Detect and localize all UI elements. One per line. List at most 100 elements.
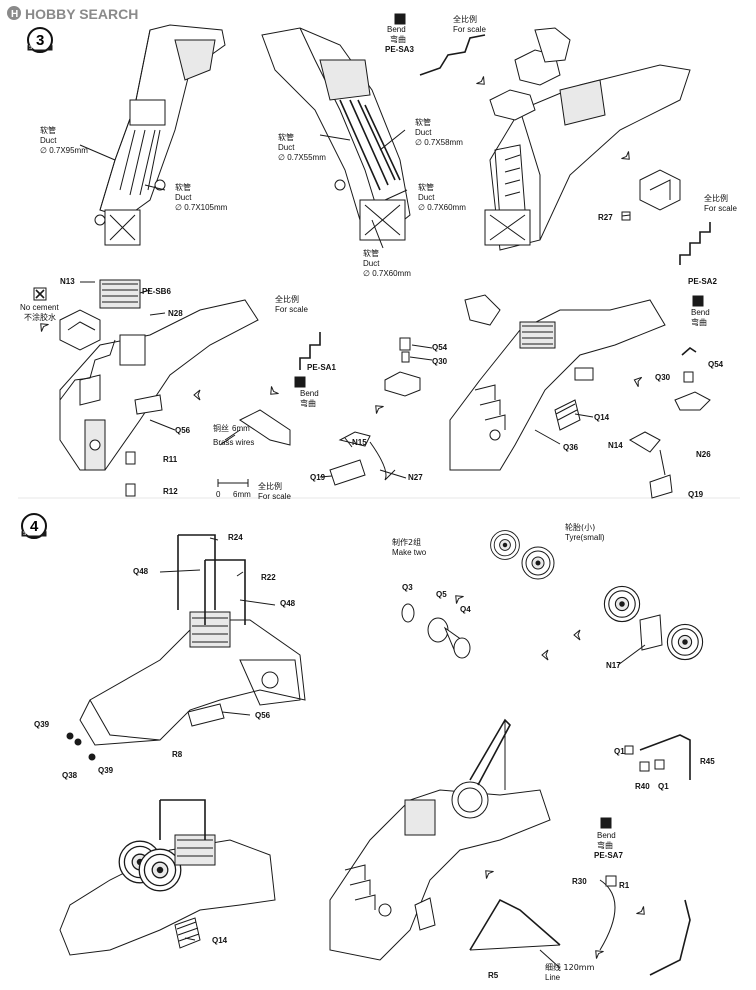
part-q56: Q56 <box>175 426 191 435</box>
part-r12: R12 <box>163 487 178 496</box>
part-pe-sa7: PE-SA7 <box>594 851 623 860</box>
part-q14: Q14 <box>594 413 610 422</box>
part-pe-sb6: PE-SB6 <box>142 287 171 296</box>
part-n27: N27 <box>408 473 423 482</box>
bend-label-en: Bend <box>597 831 616 840</box>
part-pe-sa1: PE-SA1 <box>307 363 336 372</box>
bend-label-en: Bend <box>691 308 710 317</box>
tyre-label-cn: 轮胎(小) <box>565 522 595 532</box>
brass-label-cn: 铜丝 <box>213 423 229 433</box>
chassis-drawing-3 <box>484 27 691 251</box>
labels: 软管 Duct ∅ 0.7X95mm 软管 Duct ∅ 0.7X105mm 软… <box>20 14 737 982</box>
part-n14: N14 <box>608 441 623 450</box>
scale-bend-sa2 <box>679 222 711 307</box>
line-label-en: Line <box>545 973 561 982</box>
duct-label-cn: 软管 <box>415 117 431 127</box>
crane-arm-r45 <box>624 734 691 780</box>
bend-label-cn: 弯曲 <box>691 317 707 327</box>
scale-bend-sa1 <box>294 332 321 388</box>
bend-label-cn: 弯曲 <box>390 34 406 44</box>
part-q14: Q14 <box>212 936 228 945</box>
scale-bend-sa3 <box>394 13 486 76</box>
part-q1: Q1 <box>614 747 625 756</box>
duct-label-cn: 软管 <box>363 248 379 258</box>
no-cement-en: No cement <box>20 303 59 312</box>
bend-label-cn: 弯曲 <box>597 840 613 850</box>
duct-label-cn: 软管 <box>278 132 294 142</box>
part-q39: Q39 <box>34 720 50 729</box>
part-q38: Q38 <box>62 771 78 780</box>
step-4-number: 4 <box>30 518 39 535</box>
boom-r5 <box>469 875 691 976</box>
scale-label-cn: 全比例 <box>453 14 477 24</box>
no-cement-icon <box>33 287 47 301</box>
no-cement-cn: 不涂胶水 <box>24 312 56 322</box>
svg-text:H: H <box>11 9 18 20</box>
duct-label-cn: 软管 <box>418 182 434 192</box>
ruler-zero: 0 <box>216 490 221 499</box>
step-3-badge: 3 STEP <box>27 27 53 53</box>
part-q48: Q48 <box>280 599 296 608</box>
step-3-number: 3 <box>36 32 44 49</box>
part-n26: N26 <box>696 450 711 459</box>
wheel-assembly-n17 <box>603 585 704 661</box>
part-q54: Q54 <box>432 343 448 352</box>
part-n15: N15 <box>352 438 367 447</box>
duct-label-en: Duct <box>40 136 57 145</box>
part-q39: Q39 <box>98 766 114 775</box>
step-4-badge: 4 STEP <box>21 513 47 539</box>
part-q56: Q56 <box>255 711 271 720</box>
make-two-cn: 制作2组 <box>392 537 421 547</box>
scale-label-en: For scale <box>258 492 291 501</box>
brass-label-en: Brass wires <box>213 438 254 447</box>
duct-label-en: Duct <box>175 193 192 202</box>
part-q19: Q19 <box>310 473 326 482</box>
part-pe-sa3: PE-SA3 <box>385 45 414 54</box>
bracket-n15-n27 <box>329 431 396 486</box>
part-r40: R40 <box>635 782 650 791</box>
scale-label-cn: 全比例 <box>704 193 728 203</box>
part-q48: Q48 <box>133 567 149 576</box>
bend-label-en: Bend <box>387 25 406 34</box>
duct-label-en: Duct <box>415 128 432 137</box>
part-q3: Q3 <box>402 583 413 592</box>
part-q30: Q30 <box>432 357 448 366</box>
ruler-length: 6mm <box>233 490 251 499</box>
duct-size: ∅ 0.7X58mm <box>415 138 463 147</box>
part-n17: N17 <box>606 661 621 670</box>
part-pe-sa2: PE-SA2 <box>688 277 717 286</box>
brass-length: 6mm <box>232 424 250 433</box>
duct-size: ∅ 0.7X55mm <box>278 153 326 162</box>
duct-label-en: Duct <box>363 259 380 268</box>
chassis-drawing-5 <box>449 294 666 471</box>
part-r5: R5 <box>488 971 499 980</box>
chassis-drawing-8 <box>329 718 551 961</box>
scale-label-cn: 全比例 <box>258 481 282 491</box>
part-q4: Q4 <box>460 605 471 614</box>
wheel-exploded-view <box>401 530 555 659</box>
part-q19: Q19 <box>688 490 704 499</box>
scale-bend-sa7 <box>600 817 612 829</box>
duct-label-en: Duct <box>278 143 295 152</box>
part-r1: R1 <box>619 881 630 890</box>
part-r11-r12 <box>125 451 136 497</box>
part-n28: N28 <box>168 309 183 318</box>
part-r24: R24 <box>228 533 243 542</box>
duct-label-en: Duct <box>418 193 435 202</box>
stair-piece-r27 <box>621 169 681 221</box>
line-label-cn: 细线 120mm <box>545 962 595 972</box>
step-4-caption: STEP <box>23 531 37 537</box>
bracket-n14-n26 <box>628 431 673 499</box>
part-r11: R11 <box>163 455 178 464</box>
bend-label-cn: 弯曲 <box>300 398 316 408</box>
duct-size: ∅ 0.7X60mm <box>418 203 466 212</box>
chassis-drawing-1 <box>94 24 226 246</box>
part-r30: R30 <box>572 877 587 886</box>
make-two-en: Make two <box>392 548 427 557</box>
chassis-drawing-7 <box>59 799 276 956</box>
part-q5: Q5 <box>436 590 447 599</box>
chassis-drawing-2 <box>261 27 411 241</box>
scale-label-cn: 全比例 <box>275 294 299 304</box>
part-r45: R45 <box>700 757 715 766</box>
